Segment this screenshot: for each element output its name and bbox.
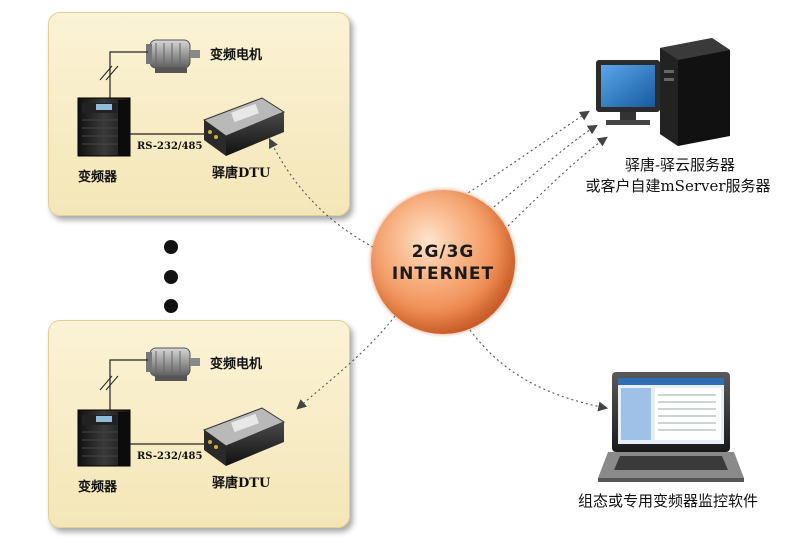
- motor-label: 变频电机: [210, 357, 263, 372]
- device-group-panel-2: [48, 320, 350, 528]
- inverter-label: 变频器: [78, 480, 118, 495]
- device-group-panel-1: [48, 12, 350, 216]
- server-caption-line2: 或客户自建mServer服务器: [585, 177, 771, 195]
- ellipsis-dot: [164, 240, 178, 254]
- ellipsis-dot: [164, 270, 178, 284]
- ellipsis-dot: [164, 299, 178, 313]
- motor-label: 变频电机: [210, 48, 263, 63]
- serial-label: RS-232/485: [137, 141, 203, 152]
- dtu-label: 驿唐DTU: [212, 166, 271, 181]
- laptop-icon: [598, 372, 744, 482]
- server-computer-icon: [596, 38, 730, 146]
- server-caption-line1: 驿唐-驿云服务器: [624, 156, 736, 174]
- arrow-globe-to-laptop: [469, 329, 609, 412]
- network-type-label: 2G/3G: [411, 242, 475, 262]
- serial-label: RS-232/485: [137, 451, 203, 462]
- laptop-caption: 组态或专用变频器监控软件: [577, 492, 758, 510]
- internet-globe: 2G/3G INTERNET: [371, 190, 515, 334]
- dtu-label: 驿唐DTU: [212, 476, 271, 491]
- inverter-label: 变频器: [78, 170, 118, 185]
- internet-label: INTERNET: [391, 264, 495, 284]
